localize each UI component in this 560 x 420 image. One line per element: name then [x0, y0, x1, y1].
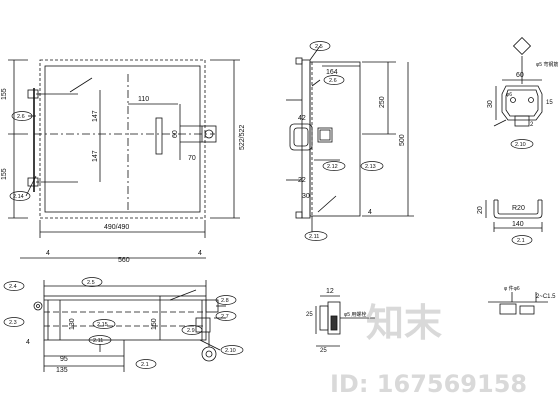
- front-dim-490: 490/490: [104, 224, 129, 231]
- plan-dim-135: 135: [56, 367, 68, 374]
- plan-dim-95: 95: [60, 356, 68, 363]
- latch-dim-2: 2: [530, 122, 534, 128]
- side-dim-4: 4: [368, 209, 372, 216]
- side-tag-2-5: 2.5: [315, 44, 323, 50]
- side-tag-2-11: 2.11: [309, 234, 319, 240]
- front-dim-155-top: 155: [1, 88, 8, 100]
- front-dim-147-bot: 147: [92, 150, 99, 162]
- bolt-note-2: φ 件φ6: [504, 285, 520, 292]
- front-tag-2-6: 2.6: [17, 114, 25, 120]
- watermark-logo: 知末: [366, 301, 442, 345]
- plan-dim-130: 130: [69, 318, 76, 330]
- plan-dim-560: 560: [118, 257, 130, 264]
- plan-dim-4b: 4: [198, 250, 202, 257]
- plan-tag-2-5: 2.5: [87, 280, 95, 286]
- front-dim-522: 522/522: [239, 125, 246, 150]
- plan-tag-2-4: 2.4: [9, 284, 17, 290]
- plan-dim-4c: 4: [26, 339, 30, 346]
- side-dim-42: 42: [298, 115, 306, 122]
- latch-dim-phi6: φ6: [506, 92, 512, 98]
- latch-tag-2-10: 2.10: [515, 142, 526, 148]
- plan-dim-4a: 4: [46, 250, 50, 257]
- front-view: [8, 59, 240, 238]
- plan-dim-150: 150: [151, 318, 158, 330]
- front-dim-110: 110: [138, 96, 149, 103]
- bolt-dim-25a: 25: [306, 312, 313, 318]
- handle-detail: [485, 199, 543, 232]
- handle-dim-140: 140: [512, 221, 524, 228]
- front-dim-147-top: 147: [92, 110, 99, 122]
- watermark: 知末 ID: 167569158: [330, 301, 527, 398]
- bolt-dim-12: 12: [326, 288, 334, 295]
- latch-detail: [493, 36, 543, 127]
- front-dim-155-bot: 155: [1, 168, 8, 180]
- handle-dim-r20: R20: [512, 205, 525, 212]
- watermark-id: ID: 167569158: [330, 370, 527, 398]
- side-dim-30: 30: [302, 193, 310, 200]
- front-tag-2-14: 2.14: [13, 194, 24, 200]
- latch-note: φ5 弯钢筋: [536, 61, 558, 68]
- plan-tag-2-7: 2.7: [221, 314, 229, 320]
- front-dim-70: 70: [188, 155, 196, 162]
- latch-dim-30: 30: [487, 100, 494, 108]
- side-dim-500: 500: [399, 134, 406, 146]
- side-tag-2-12: 2.12: [327, 164, 338, 170]
- handle-tag-2-1: 2.1: [517, 238, 525, 244]
- latch-dim-15: 15: [546, 100, 553, 106]
- side-view: [286, 45, 414, 232]
- plan-tag-2-9: 2.9: [187, 328, 195, 334]
- side-tag-2-13: 2.13: [365, 164, 376, 170]
- plan-view: [20, 257, 226, 372]
- plan-tag-2-15: 2.15: [97, 322, 108, 328]
- side-dim-22: 22: [298, 177, 306, 184]
- plan-tag-2-3: 2.3: [9, 320, 17, 326]
- bolt-dim-25b: 25: [320, 348, 327, 354]
- bolt-detail: [315, 292, 548, 347]
- plan-tag-2-8: 2.8: [221, 298, 229, 304]
- bolt-dim-c15: 2~C1.5: [536, 294, 556, 300]
- bolt-note: φ5 用螺栓: [344, 311, 366, 318]
- handle-dim-20: 20: [477, 206, 484, 214]
- front-dim-60: 60: [172, 130, 179, 138]
- latch-dim-60: 60: [516, 72, 524, 79]
- side-dim-250: 250: [379, 96, 386, 108]
- plan-tag-2-10: 2.10: [225, 348, 236, 354]
- side-tag-2-6: 2.6: [329, 78, 337, 84]
- plan-tag-2-11: 2.11: [93, 338, 103, 344]
- plan-tag-2-1: 2.1: [141, 362, 149, 368]
- side-dim-164: 164: [326, 69, 338, 76]
